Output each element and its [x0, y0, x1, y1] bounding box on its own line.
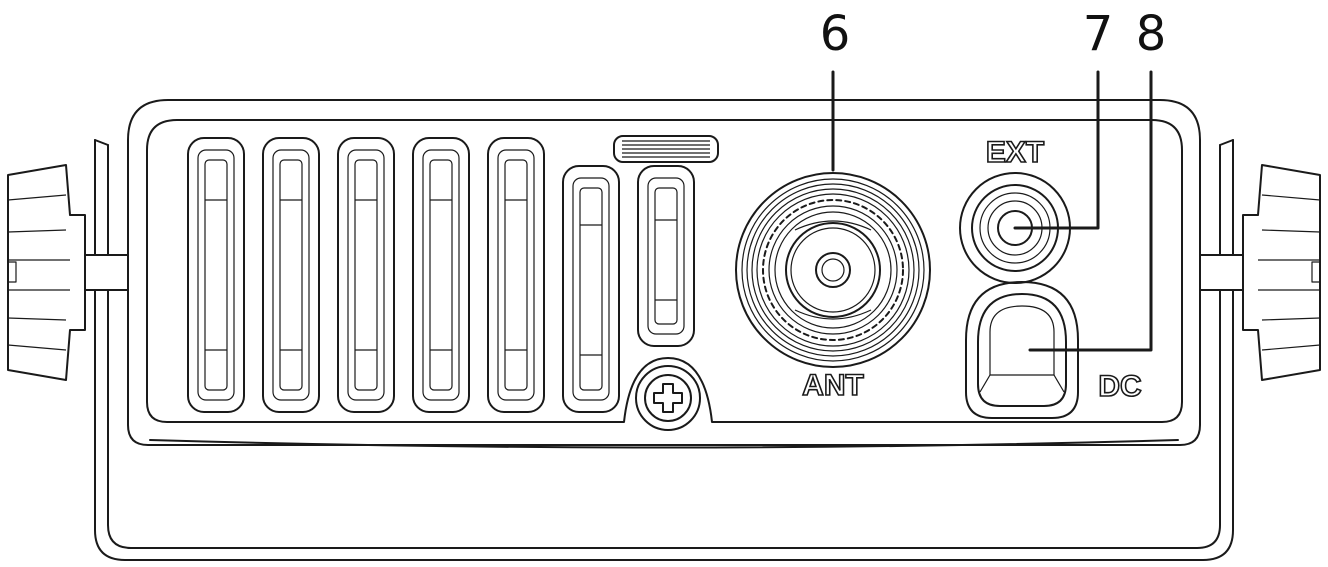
ant-connector[interactable] [735, 172, 931, 368]
right-mounting-knob[interactable] [1242, 164, 1321, 381]
callout-8-number: 8 [1136, 6, 1167, 62]
vent-slot [562, 165, 620, 413]
callout-7-leader [1013, 70, 1100, 230]
dc-label: DC [1098, 370, 1141, 403]
vent-slot [262, 137, 320, 413]
dc-power-socket[interactable] [965, 281, 1079, 419]
heatsink-vents [187, 137, 695, 413]
top-grille [613, 135, 719, 163]
callout-6-number: 6 [820, 6, 851, 62]
vent-slot [637, 165, 695, 347]
vent-slot [187, 137, 245, 413]
vent-slot [487, 137, 545, 413]
callout-8-leader [1028, 70, 1153, 352]
ground-screw [635, 365, 701, 431]
vent-slot [412, 137, 470, 413]
vent-slot [337, 137, 395, 413]
ext-label: EXT [986, 136, 1044, 169]
radio-body [127, 99, 1201, 449]
ant-label: ANT [802, 369, 864, 402]
left-mounting-knob[interactable] [7, 164, 86, 381]
callout-7-number: 7 [1083, 6, 1114, 62]
callout-leaders [831, 70, 1153, 352]
